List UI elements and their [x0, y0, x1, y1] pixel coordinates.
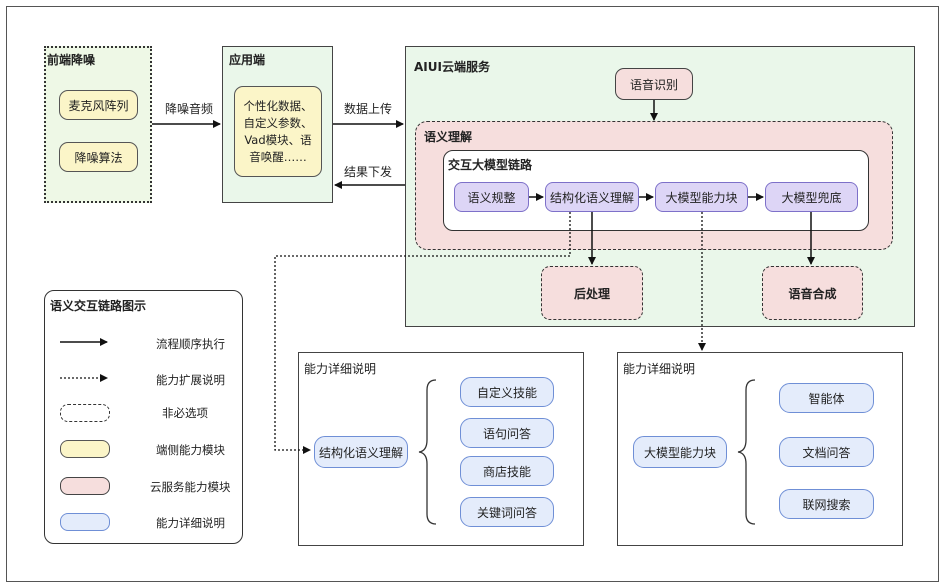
detail-left-item-keyword-qa: 关键词问答: [460, 497, 554, 527]
legend-label-cloud-module: 云服务能力模块: [150, 480, 231, 494]
cloud-service-title: AIUI云端服务: [414, 60, 490, 74]
legend-swatch-device: [60, 440, 110, 458]
app-side-line-4: 音唤醒……: [249, 149, 307, 164]
app-side-title: 应用端: [229, 53, 266, 67]
detail-right-item-web-search: 联网搜索: [779, 489, 874, 519]
detail-right-item-doc-qa: 文档问答: [779, 437, 874, 467]
legend-swatch-optional: [60, 404, 110, 422]
app-side-line-1: 个性化数据、: [243, 98, 313, 113]
llm-capability-box: 大模型能力块: [655, 182, 748, 212]
post-process-box: 后处理: [541, 266, 643, 320]
llm-fallback-box: 大模型兜底: [765, 182, 858, 212]
detail-right-item-agent: 智能体: [779, 383, 874, 413]
legend-label-optional: 非必选项: [162, 406, 208, 420]
legend-swatch-detail: [60, 513, 110, 531]
legend-label-flow: 流程顺序执行: [156, 337, 225, 351]
edge-label-result-down: 结果下发: [344, 165, 393, 179]
app-side-line-3: Vad模块、语: [244, 132, 312, 147]
detail-right-title: 能力详细说明: [623, 362, 696, 376]
semantic-title: 语义理解: [424, 130, 473, 144]
detail-left-item-store-skill: 商店技能: [460, 456, 554, 486]
speech-synthesis-box: 语音合成: [762, 266, 863, 320]
app-side-content-box: 个性化数据、 自定义参数、 Vad模块、语 音唤醒……: [234, 86, 322, 177]
edge-label-denoise-audio: 降噪音频: [165, 102, 214, 116]
app-side-line-2: 自定义参数、: [243, 115, 313, 130]
structured-semantic-box: 结构化语义理解: [545, 182, 639, 212]
front-denoise-panel: [44, 46, 152, 203]
llm-chain-title: 交互大模型链路: [448, 158, 533, 172]
outer-frame: [6, 6, 939, 582]
detail-left-item-sentence-qa: 语句问答: [460, 418, 554, 448]
mic-array-box: 麦克风阵列: [59, 90, 138, 120]
denoise-algorithm-box: 降噪算法: [59, 142, 138, 172]
legend-title: 语义交互链路图示: [50, 299, 147, 313]
detail-left-title: 能力详细说明: [304, 362, 377, 376]
legend-swatch-cloud: [60, 477, 110, 495]
semantic-normalize-box: 语义规整: [454, 182, 529, 212]
edge-label-data-upload: 数据上传: [344, 102, 393, 116]
legend-label-detail: 能力详细说明: [156, 516, 225, 530]
detail-left-center-box: 结构化语义理解: [314, 436, 408, 468]
speech-recognition-box: 语音识别: [615, 68, 693, 100]
front-denoise-title: 前端降噪: [47, 53, 96, 67]
detail-right-center-box: 大模型能力块: [633, 436, 727, 468]
detail-left-item-custom-skill: 自定义技能: [460, 377, 554, 407]
legend-panel: [44, 290, 243, 544]
legend-label-extension: 能力扩展说明: [156, 373, 225, 387]
legend-label-device-module: 端侧能力模块: [156, 443, 225, 457]
